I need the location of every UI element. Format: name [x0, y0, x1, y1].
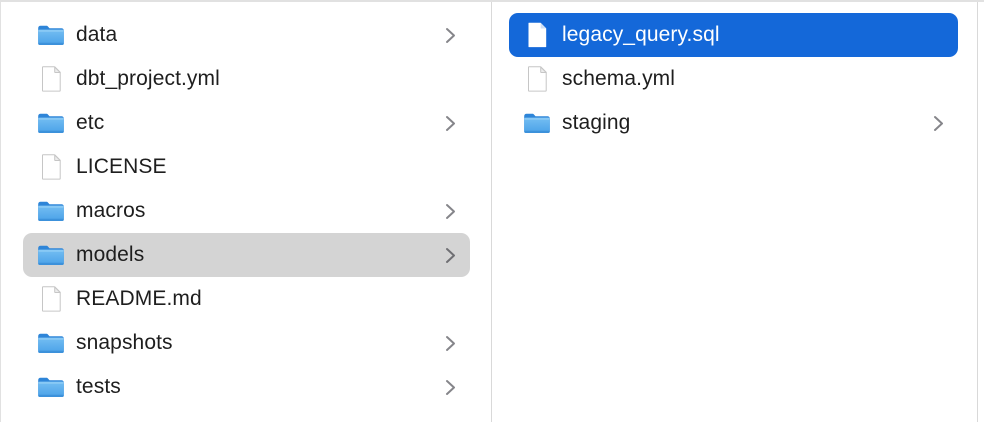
- chevron-right-icon: [445, 247, 456, 264]
- folder-row[interactable]: snapshots: [23, 321, 470, 365]
- file-row[interactable]: dbt_project.yml: [23, 57, 470, 101]
- document-icon: [522, 20, 552, 50]
- file-label: LICENSE: [76, 155, 167, 178]
- folder-row[interactable]: tests: [23, 365, 470, 409]
- file-label: models: [76, 243, 145, 266]
- file-label: staging: [562, 111, 631, 134]
- folder-row[interactable]: data: [23, 13, 470, 57]
- folder-icon: [36, 372, 66, 402]
- folder-row[interactable]: models: [23, 233, 470, 277]
- chevron-right-icon: [933, 115, 944, 132]
- file-row[interactable]: README.md: [23, 277, 470, 321]
- file-label: data: [76, 23, 118, 46]
- file-row[interactable]: legacy_query.sql: [509, 13, 958, 57]
- folder-icon: [36, 20, 66, 50]
- folder-row[interactable]: staging: [509, 101, 958, 145]
- document-icon: [522, 64, 552, 94]
- file-label: schema.yml: [562, 67, 676, 90]
- folder-icon: [36, 240, 66, 270]
- file-row[interactable]: schema.yml: [509, 57, 958, 101]
- chevron-right-icon: [445, 379, 456, 396]
- file-row[interactable]: LICENSE: [23, 145, 470, 189]
- folder-icon: [36, 196, 66, 226]
- folder-row[interactable]: etc: [23, 101, 470, 145]
- file-label: etc: [76, 111, 105, 134]
- folder-icon: [36, 108, 66, 138]
- file-label: README.md: [76, 287, 202, 310]
- chevron-right-icon: [445, 27, 456, 44]
- chevron-right-icon: [445, 335, 456, 352]
- finder-column-right: legacy_query.sql schema.yml: [492, 2, 978, 422]
- document-icon: [36, 64, 66, 94]
- document-icon: [36, 284, 66, 314]
- file-label: tests: [76, 375, 121, 398]
- folder-row[interactable]: macros: [23, 189, 470, 233]
- file-label: macros: [76, 199, 146, 222]
- chevron-right-icon: [445, 203, 456, 220]
- file-label: dbt_project.yml: [76, 67, 220, 90]
- document-icon: [36, 152, 66, 182]
- finder-column-left: data dbt_project.yml: [1, 2, 492, 422]
- next-column-preview: [978, 2, 984, 422]
- folder-icon: [36, 328, 66, 358]
- folder-icon: [522, 108, 552, 138]
- file-label: snapshots: [76, 331, 173, 354]
- chevron-right-icon: [445, 115, 456, 132]
- file-label: legacy_query.sql: [562, 23, 720, 46]
